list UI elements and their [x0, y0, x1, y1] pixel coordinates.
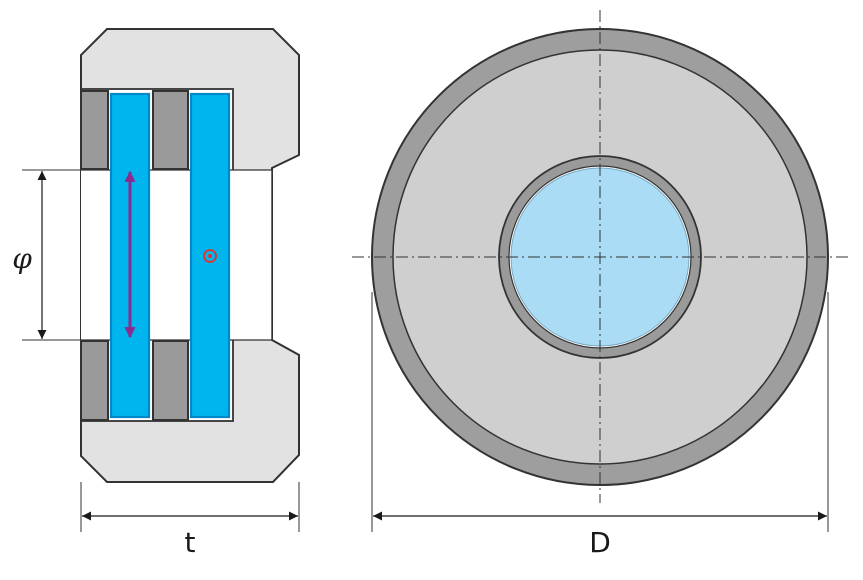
spacer-mid-top [152, 90, 189, 170]
thickness-label: t [185, 526, 196, 559]
dot-in-circle-icon [203, 249, 217, 263]
diameter-label: D [589, 526, 611, 559]
thickness-dimension: t [80, 482, 300, 559]
diameter-dimension: D [371, 292, 829, 559]
spacer-mid-bottom [152, 340, 189, 421]
spacer-left-bottom [80, 340, 109, 421]
aperture-channel [81, 170, 272, 340]
spacer-left-top [80, 90, 109, 170]
aperture-label: φ [12, 242, 32, 275]
side-view: φ t [12, 28, 300, 559]
aperture-dimension: φ [12, 169, 81, 341]
front-view: D [352, 10, 848, 559]
